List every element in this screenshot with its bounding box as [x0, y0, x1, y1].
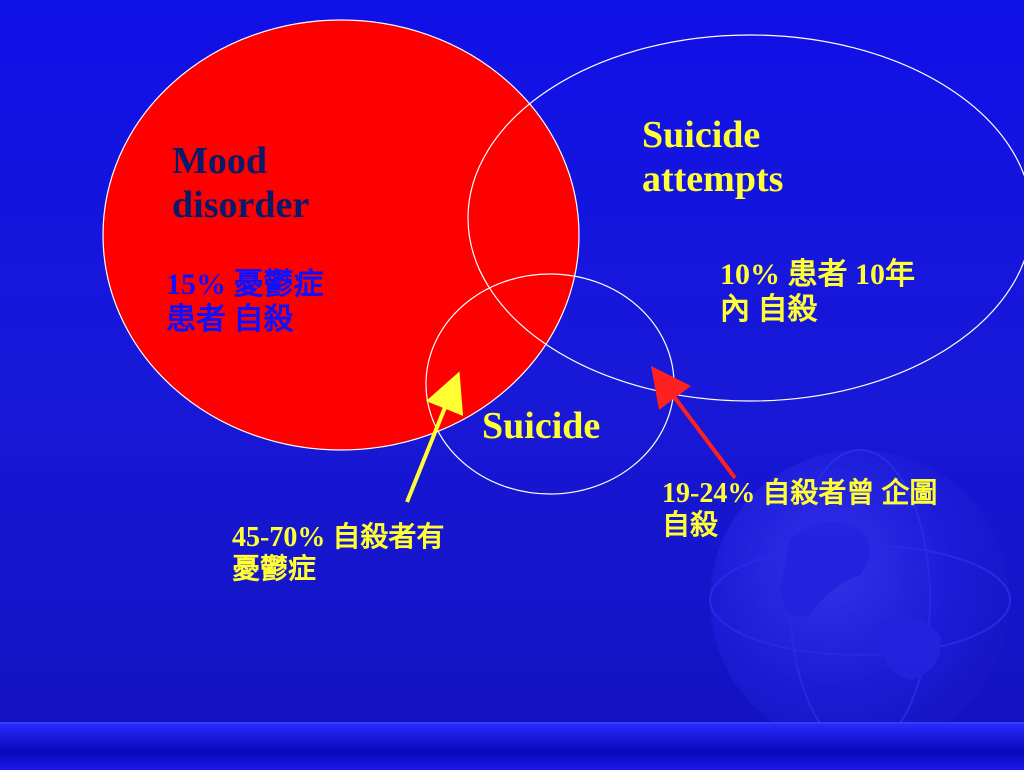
attempts-stat-line2: 內 自殺 — [720, 292, 818, 326]
suicide-label: Suicide — [482, 405, 601, 447]
mood-stat-line2: 患者 自殺 — [166, 302, 294, 336]
suicide-mood-stat-line2: 憂鬱症 — [232, 554, 317, 586]
attempts-stat-line1: 10% 患者 10年 — [720, 258, 915, 291]
yellow-arrow — [405, 371, 464, 503]
mood-disorder-label-line2: disorder — [172, 183, 310, 226]
suicide-mood-stat: 45-70% 自殺者有 憂鬱症 — [232, 522, 444, 586]
suicide-attempts-label-line2: attempts — [642, 157, 784, 200]
suicide-attempts-stat-line2: 自殺 — [662, 510, 719, 542]
suicide-mood-stat-line1: 45-70% 自殺者有 — [232, 522, 445, 553]
suicide-attempts-label: Suicide attempts — [642, 114, 842, 201]
suicide-attempts-stat-line1: 19-24% 自殺者曾 企圖 — [662, 478, 938, 509]
suicide-attempts-circle — [467, 34, 1024, 402]
mood-disorder-circle — [102, 19, 580, 451]
mood-disorder-label-line1: Mood — [172, 140, 267, 182]
mood-stat-line1: 15% 憂鬱症 — [166, 268, 324, 301]
mood-disorder-label: Mood disorder — [172, 140, 372, 227]
mood-stat: 15% 憂鬱症 患者 自殺 — [166, 268, 324, 337]
red-arrow — [651, 366, 737, 480]
attempts-stat: 10% 患者 10年 內 自殺 — [720, 258, 915, 327]
suicide-attempts-stat: 19-24% 自殺者曾 企圖 自殺 — [662, 478, 937, 542]
bottom-bar — [0, 722, 1024, 770]
suicide-attempts-label-line1: Suicide — [642, 114, 761, 156]
